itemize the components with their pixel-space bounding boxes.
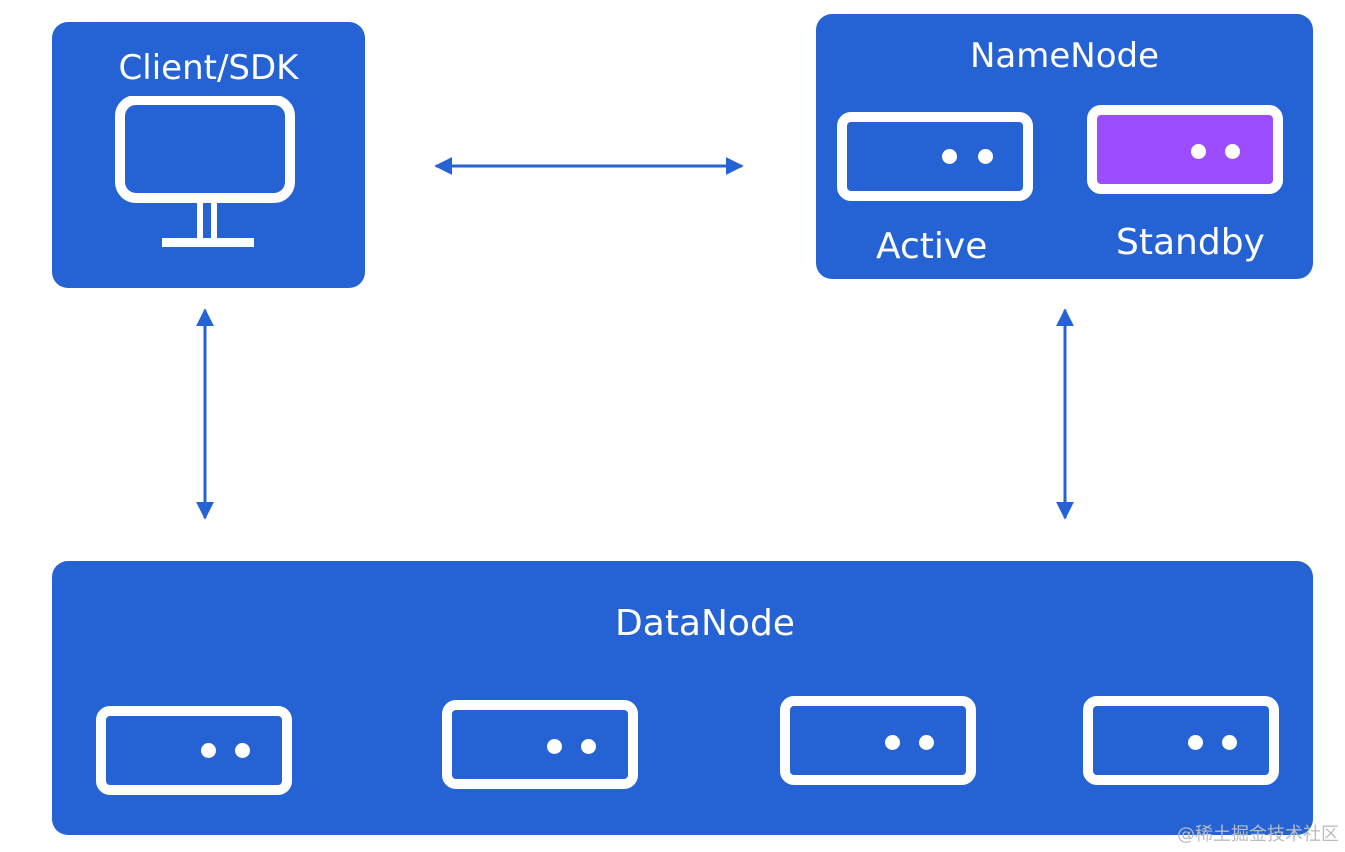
active-namenode-server <box>837 112 1033 201</box>
server-led-icon <box>235 743 250 758</box>
namenode-panel: NameNode Active Standby <box>816 14 1313 279</box>
server-led-icon <box>1188 735 1203 750</box>
server-led-icon <box>547 739 562 754</box>
active-label: Active <box>876 226 988 267</box>
server-led-icon <box>201 743 216 758</box>
namenode-title: NameNode <box>969 36 1160 76</box>
monitor-icon <box>115 96 295 247</box>
standby-label: Standby <box>1116 222 1265 263</box>
standby-namenode-server <box>1087 105 1283 194</box>
client-sdk-panel: Client/SDK <box>52 22 365 288</box>
client-sdk-title: Client/SDK <box>118 48 299 88</box>
server-led-icon <box>1225 144 1240 159</box>
datanode-title: DataNode <box>615 603 795 644</box>
datanode-server-2 <box>442 700 638 789</box>
server-led-icon <box>978 149 993 164</box>
server-led-icon <box>1191 144 1206 159</box>
server-led-icon <box>885 735 900 750</box>
watermark: @稀土掘金技术社区 <box>1177 824 1339 845</box>
server-led-icon <box>919 735 934 750</box>
datanode-panel: DataNode <box>52 561 1313 835</box>
server-led-icon <box>581 739 596 754</box>
server-led-icon <box>942 149 957 164</box>
server-led-icon <box>1222 735 1237 750</box>
datanode-server-4 <box>1083 696 1279 785</box>
datanode-server-3 <box>780 696 976 785</box>
datanode-server-1 <box>96 706 292 795</box>
